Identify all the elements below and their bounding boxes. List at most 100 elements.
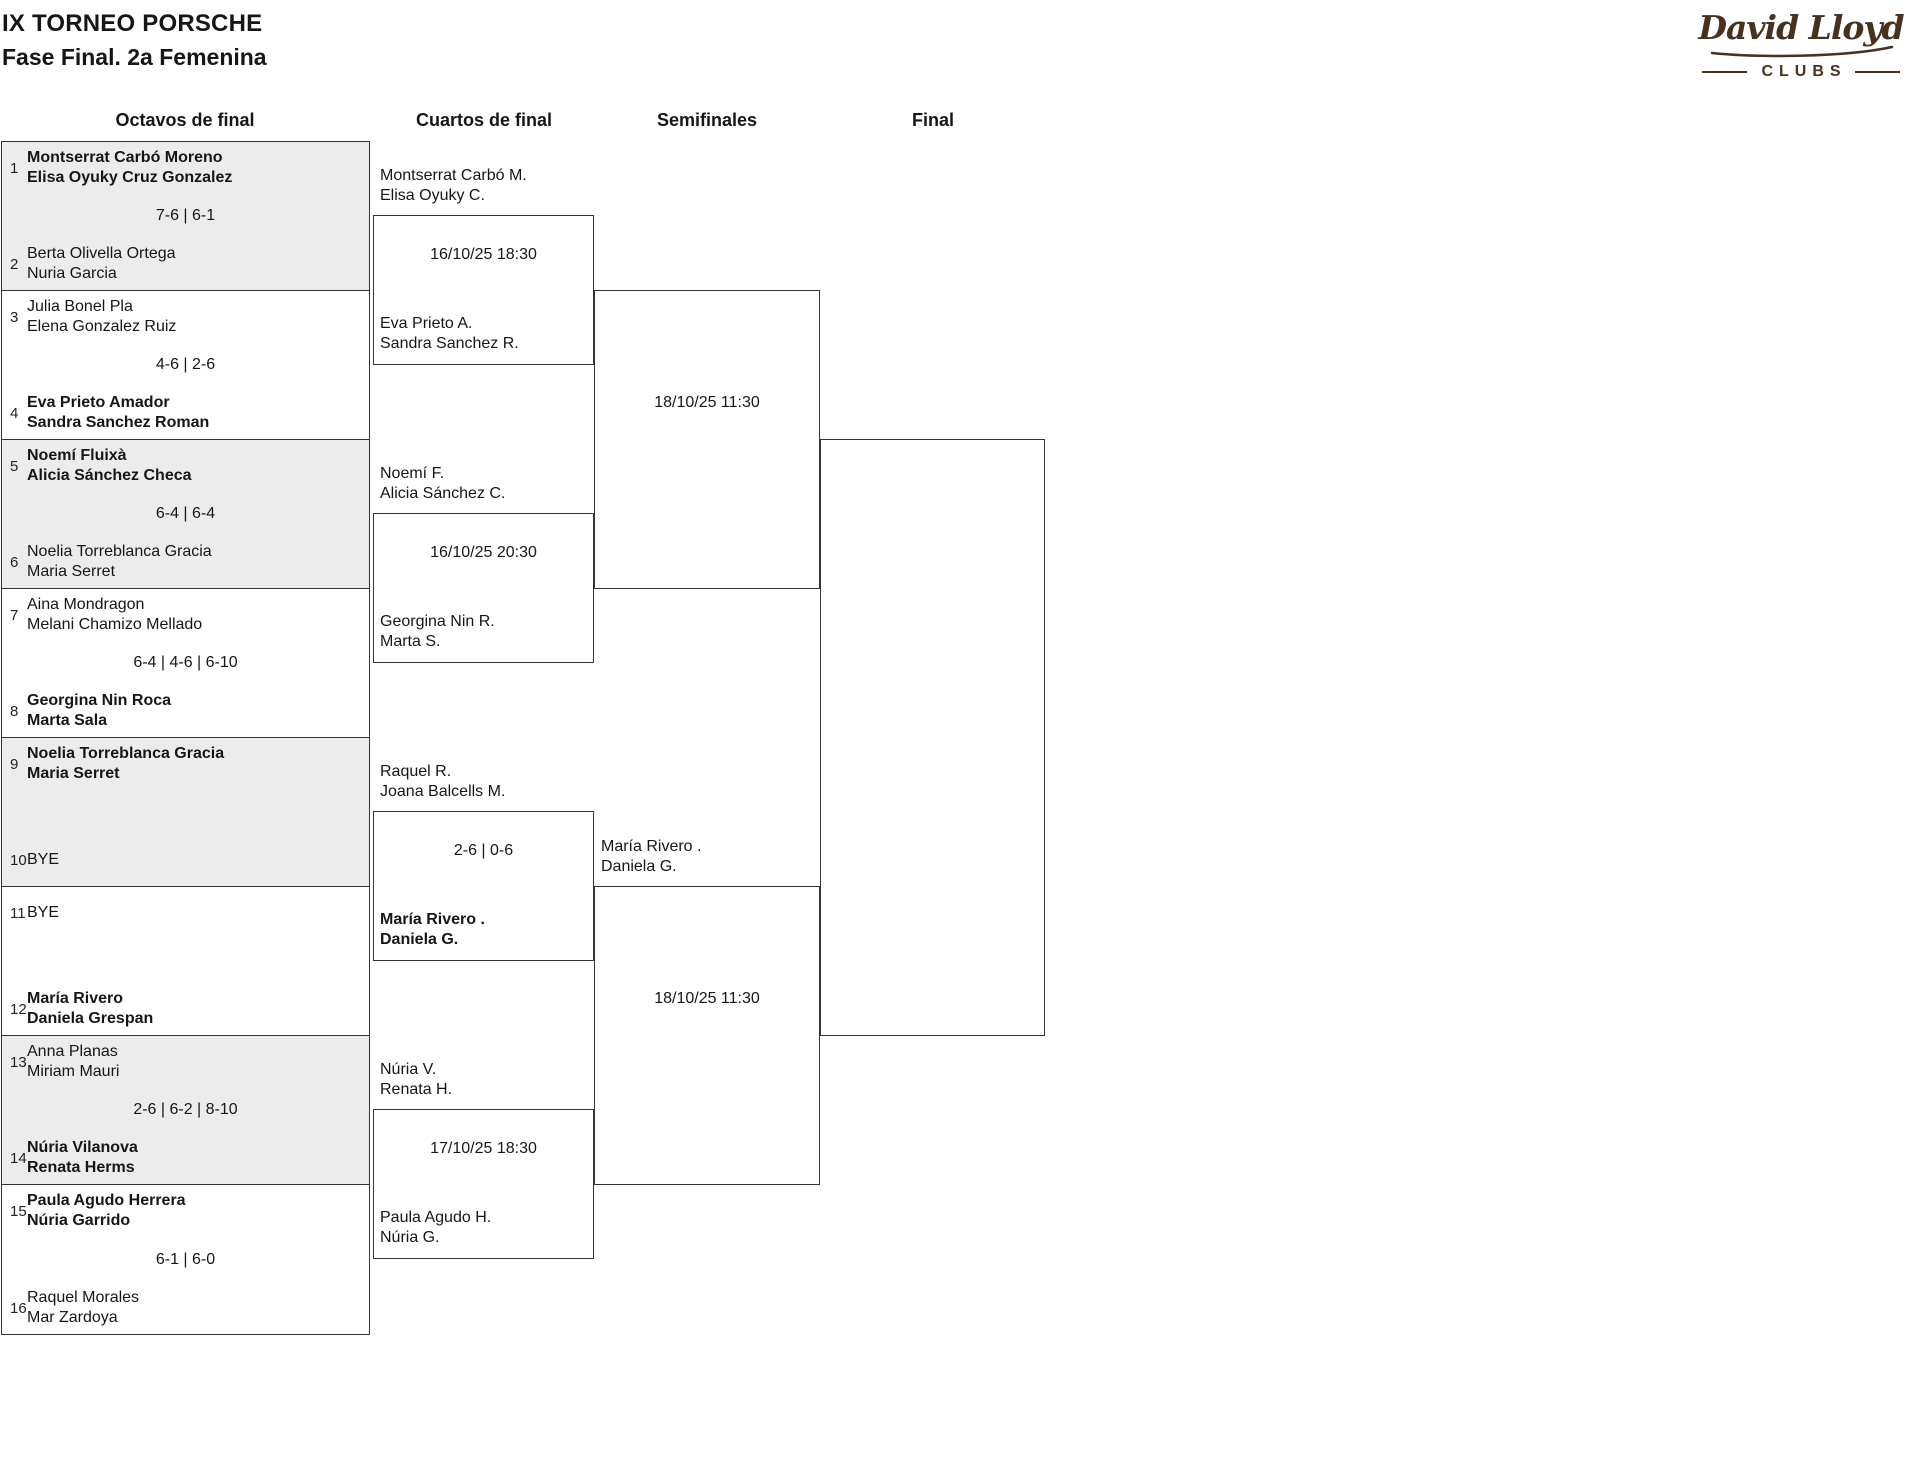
logo-rule-right bbox=[1854, 71, 1901, 73]
qf-team-top: Montserrat Carbó M. Elisa Oyuky C. bbox=[380, 166, 527, 206]
player-name: Paula Agudo H. bbox=[380, 1209, 492, 1226]
qf-team-top: Raquel R. Joana Balcells M. bbox=[380, 762, 505, 802]
entry-seed: 9 bbox=[10, 755, 19, 773]
r16-entry-10: 10 BYE bbox=[2, 840, 369, 880]
r16-entry-7: 7 Aina Mondragon Melani Chamizo Mellado bbox=[2, 595, 369, 635]
player-name: Elena Gonzalez Ruiz bbox=[27, 318, 177, 335]
entry-names: Eva Prieto Amador Sandra Sanchez Roman bbox=[27, 393, 209, 433]
r16-entry-15: 15 Paula Agudo Herrera Núria Garrido bbox=[2, 1191, 369, 1231]
logo-clubs-label: CLUBS bbox=[1761, 63, 1847, 80]
player-name: Noelia Torreblanca Gracia bbox=[27, 745, 225, 762]
entry-seed: 12 bbox=[10, 1000, 27, 1018]
r16-entry-2: 2 Berta Olivella Ortega Nuria Garcia bbox=[2, 244, 369, 284]
match-datetime: 16/10/25 20:30 bbox=[430, 544, 537, 561]
player-name: María Rivero . bbox=[380, 911, 485, 928]
match-score: 2-6 | 0-6 bbox=[453, 842, 514, 859]
player-name: Paula Agudo Herrera bbox=[27, 1192, 186, 1209]
player-name: Melani Chamizo Mellado bbox=[27, 616, 203, 633]
player-name: María Rivero . bbox=[601, 838, 702, 855]
entry-names: Raquel Morales Mar Zardoya bbox=[27, 1288, 139, 1328]
player-name: Eva Prieto A. bbox=[380, 315, 473, 332]
entry-names: Berta Olivella Ortega Nuria Garcia bbox=[27, 244, 176, 284]
match-datetime: 18/10/25 11:30 bbox=[654, 394, 760, 411]
player-name: Alicia Sánchez Checa bbox=[27, 467, 192, 484]
qf-match-4: Núria V. Renata H. 17/10/25 18:30 Paula … bbox=[373, 1061, 594, 1259]
r16-match-5: 9 Noelia Torreblanca Gracia Maria Serret… bbox=[2, 738, 369, 887]
entry-names: Núria Vilanova Renata Herms bbox=[27, 1138, 138, 1178]
player-name: Noemí Fluixà bbox=[27, 447, 127, 464]
r16-entry-5: 5 Noemí Fluixà Alicia Sánchez Checa bbox=[2, 446, 369, 486]
entry-seed: 6 bbox=[10, 553, 19, 571]
entry-seed: 2 bbox=[10, 255, 19, 273]
player-name: Renata Herms bbox=[27, 1159, 135, 1176]
logo-script-text: David Lloyd bbox=[1698, 8, 1904, 47]
entry-seed: 4 bbox=[10, 404, 19, 422]
r16-match-4: 7 Aina Mondragon Melani Chamizo Mellado … bbox=[2, 589, 369, 738]
column-header-semifinales: Semifinales bbox=[656, 110, 758, 130]
entry-seed: 1 bbox=[10, 159, 19, 177]
entry-seed: 11 bbox=[10, 904, 26, 922]
player-name: Julia Bonel Pla bbox=[27, 298, 133, 315]
match-score: 6-4 | 6-4 bbox=[155, 505, 216, 522]
r16-match-7: 13 Anna Planas Miriam Mauri 2-6 | 6-2 | … bbox=[2, 1036, 369, 1185]
logo-rule-left bbox=[1702, 71, 1748, 73]
entry-seed: 7 bbox=[10, 606, 19, 624]
player-name: Núria G. bbox=[380, 1229, 440, 1246]
entry-seed: 14 bbox=[10, 1149, 27, 1167]
qf-match-3: Raquel R. Joana Balcells M. 2-6 | 0-6 Ma… bbox=[373, 763, 594, 961]
match-score: 7-6 | 6-1 bbox=[155, 207, 216, 224]
bye-label: BYE bbox=[27, 851, 60, 868]
match-score: 6-4 | 4-6 | 6-10 bbox=[133, 654, 238, 671]
player-name: Maria Serret bbox=[27, 563, 116, 580]
qf-match-1: Montserrat Carbó M. Elisa Oyuky C. 16/10… bbox=[373, 167, 594, 365]
entry-names: Noelia Torreblanca Gracia Maria Serret bbox=[27, 744, 224, 784]
player-name: Georgina Nin Roca bbox=[27, 692, 172, 709]
player-name: Eva Prieto Amador bbox=[27, 394, 170, 411]
player-name: Noelia Torreblanca Gracia bbox=[27, 543, 212, 560]
player-name: Nuria Garcia bbox=[27, 265, 117, 282]
column-header-cuartos: Cuartos de final bbox=[415, 110, 553, 130]
entry-names: Noemí Fluixà Alicia Sánchez Checa bbox=[27, 446, 192, 486]
match-datetime: 16/10/25 18:30 bbox=[430, 246, 537, 263]
player-name: Núria Vilanova bbox=[27, 1139, 138, 1156]
player-name: Daniela G. bbox=[601, 858, 677, 875]
entry-names: Noelia Torreblanca Gracia Maria Serret bbox=[27, 542, 212, 582]
entry-seed: 15 bbox=[10, 1202, 27, 1220]
player-name: Elisa Oyuky C. bbox=[380, 187, 485, 204]
round16-column: 1 Montserrat Carbó Moreno Elisa Oyuky Cr… bbox=[1, 141, 370, 1335]
bye-label: BYE bbox=[27, 904, 60, 921]
match-datetime: 17/10/25 18:30 bbox=[430, 1140, 537, 1157]
player-name: Sandra Sanchez Roman bbox=[27, 414, 210, 431]
match-score: 6-1 | 6-0 bbox=[155, 1250, 216, 1268]
r16-entry-4: 4 Eva Prieto Amador Sandra Sanchez Roman bbox=[2, 393, 369, 433]
qf-match-2: Noemí F. Alicia Sánchez C. 16/10/25 20:3… bbox=[373, 465, 594, 663]
sf-team-top: María Rivero . Daniela G. bbox=[601, 837, 701, 877]
player-name: Georgina Nin R. bbox=[380, 613, 495, 630]
player-name: Daniela Grespan bbox=[27, 1010, 154, 1027]
entry-seed: 10 bbox=[10, 851, 27, 869]
player-name: Elisa Oyuky Cruz Gonzalez bbox=[27, 169, 233, 186]
entry-names: Montserrat Carbó Moreno Elisa Oyuky Cruz… bbox=[27, 148, 232, 188]
player-name: Mar Zardoya bbox=[27, 1309, 118, 1326]
logo-clubs-row: CLUBS bbox=[1698, 63, 1904, 81]
entry-seed: 16 bbox=[10, 1299, 27, 1317]
david-lloyd-logo: David Lloyd CLUBS bbox=[1698, 8, 1904, 81]
entry-names: María Rivero Daniela Grespan bbox=[27, 989, 153, 1029]
final-match bbox=[820, 439, 1045, 1036]
player-name: Montserrat Carbó M. bbox=[380, 167, 527, 184]
player-name: Marta S. bbox=[380, 633, 441, 650]
player-name: Núria V. bbox=[380, 1061, 437, 1078]
player-name: Marta Sala bbox=[27, 712, 108, 729]
player-name: Anna Planas bbox=[27, 1043, 118, 1060]
player-name: Raquel R. bbox=[380, 763, 452, 780]
match-score: 2-6 | 6-2 | 8-10 bbox=[133, 1101, 238, 1118]
qf-team-bottom: María Rivero . Daniela G. bbox=[380, 910, 485, 950]
logo-underline-flourish bbox=[1710, 45, 1894, 58]
entry-names: Julia Bonel Pla Elena Gonzalez Ruiz bbox=[27, 297, 176, 337]
entry-names: BYE bbox=[27, 893, 59, 933]
entry-names: Aina Mondragon Melani Chamizo Mellado bbox=[27, 595, 202, 635]
entry-names: Anna Planas Miriam Mauri bbox=[27, 1042, 119, 1082]
player-name: Renata H. bbox=[380, 1081, 453, 1098]
r16-entry-3: 3 Julia Bonel Pla Elena Gonzalez Ruiz bbox=[2, 297, 369, 337]
